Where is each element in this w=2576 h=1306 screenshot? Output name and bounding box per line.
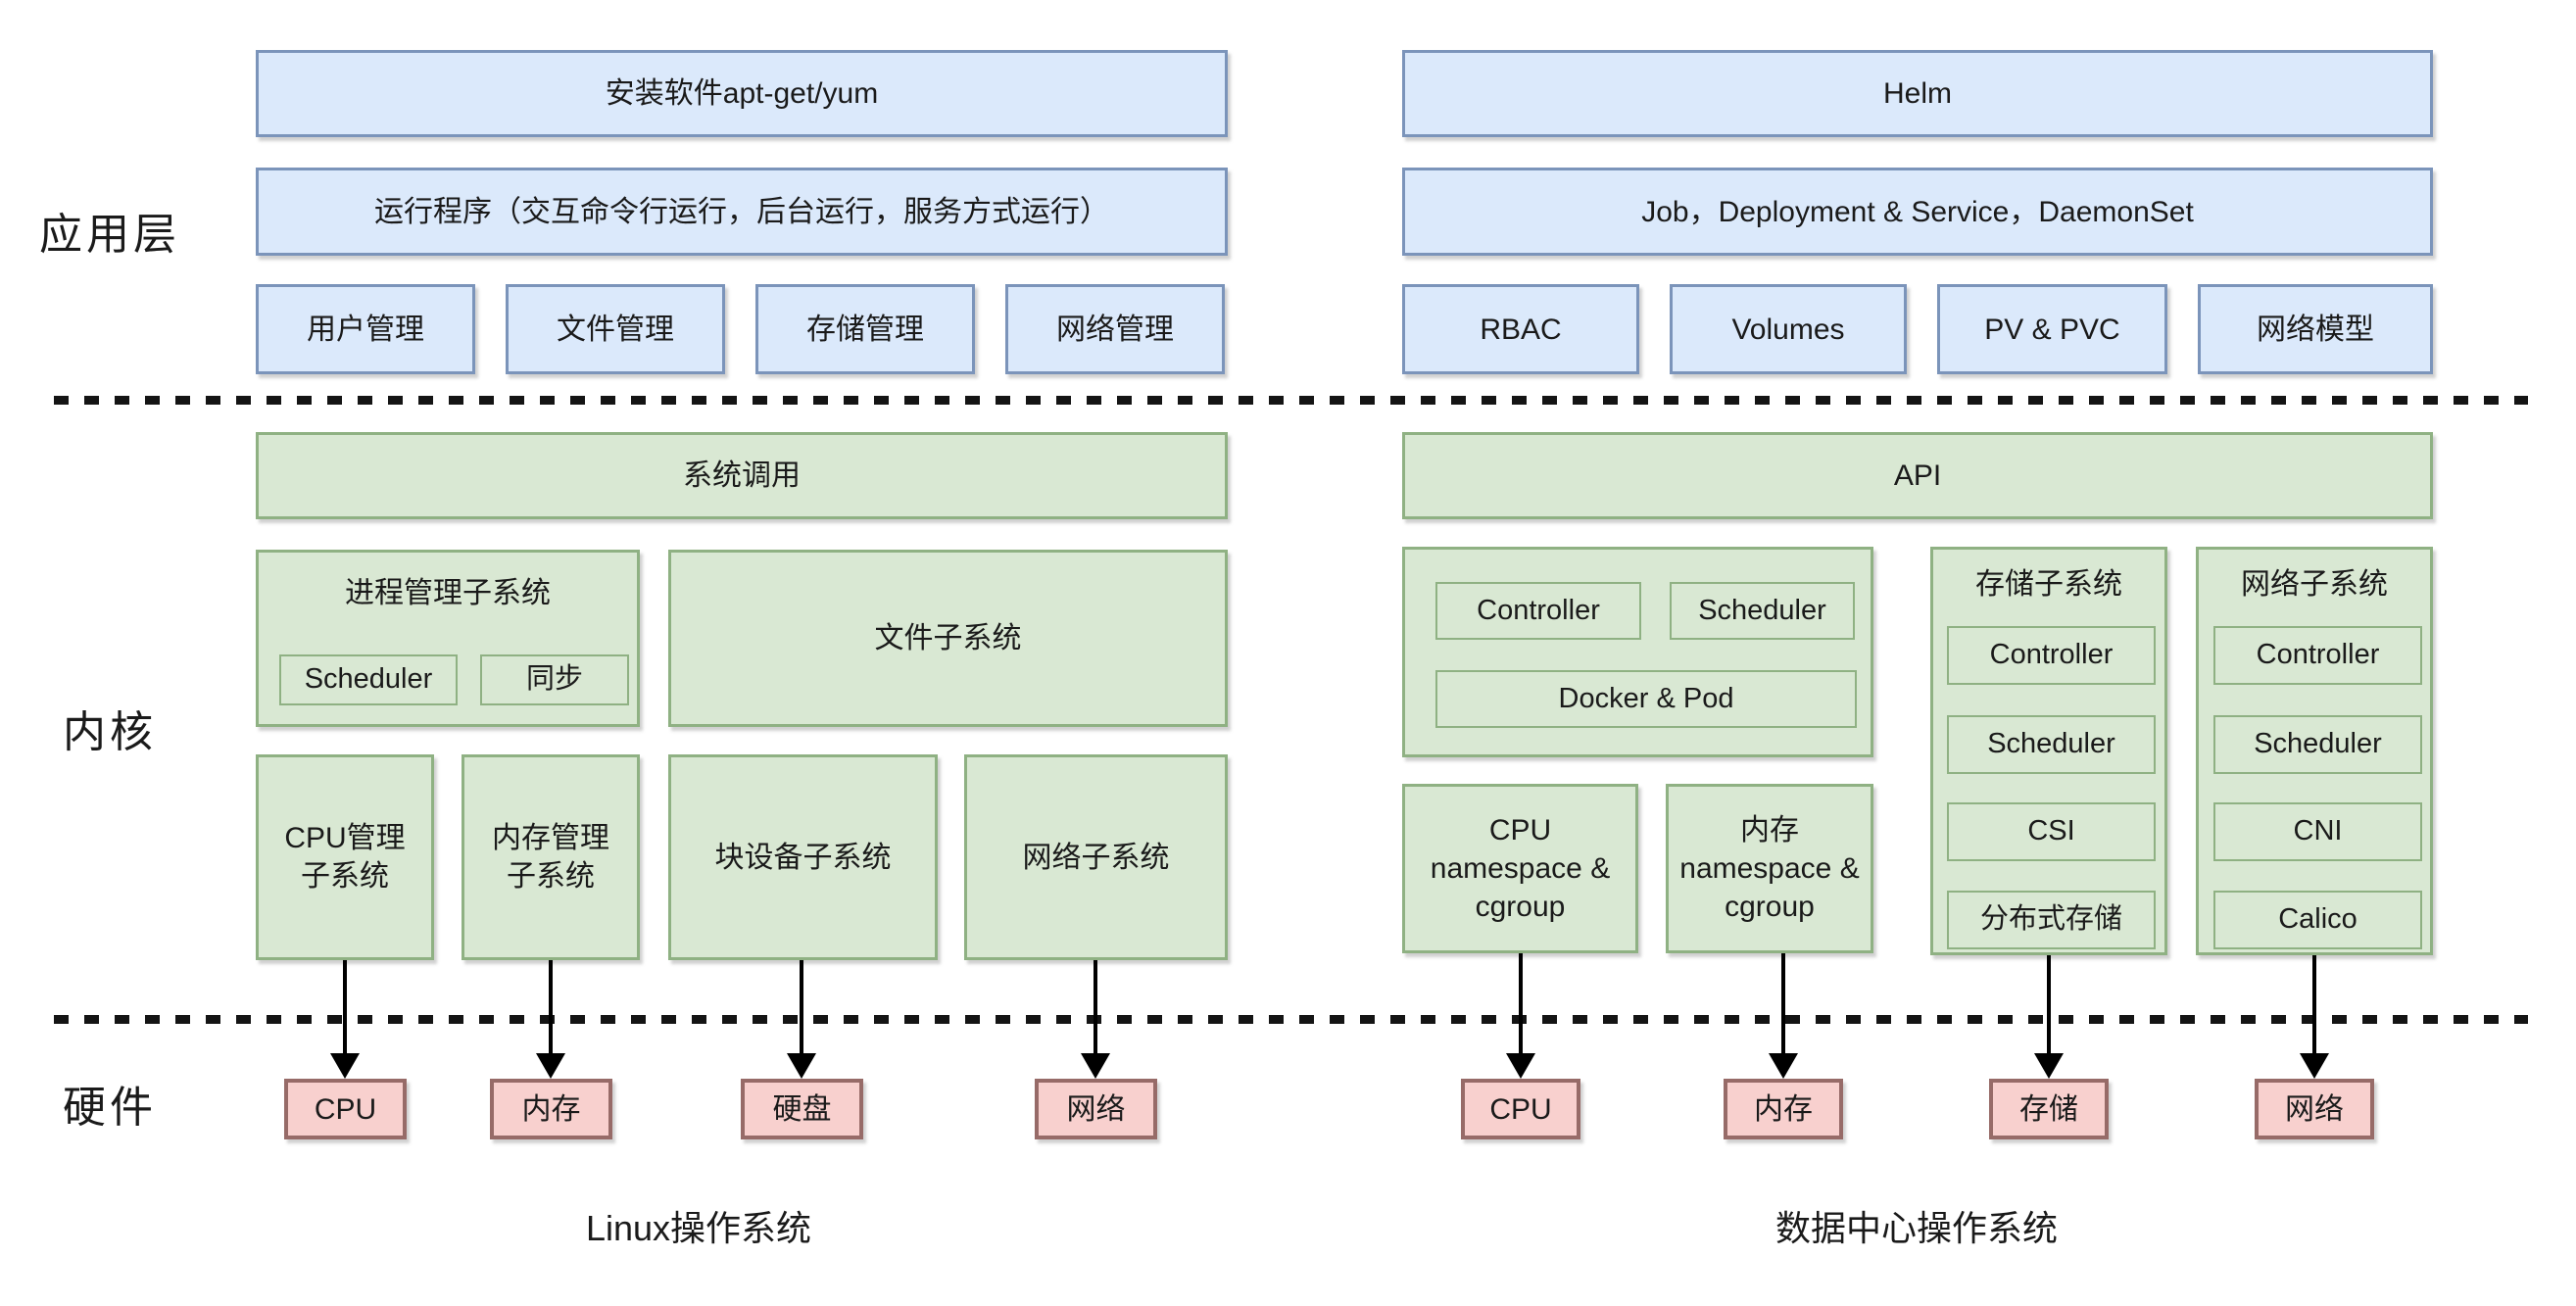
arrow-down-icon [2300,1053,2329,1079]
linux-hw-network-box: 网络 [1035,1079,1157,1139]
k8s-controller-box: Controller [1435,582,1641,640]
arrow-down-icon [1769,1053,1798,1079]
linux-hw-disk-box: 硬盘 [741,1079,863,1139]
linux-syscall-box: 系统调用 [256,432,1228,519]
arrow-k8s-cpu [1506,953,1535,1079]
separator-app-kernel [54,396,2528,405]
k8s-cpu-namespace-cgroup-box: CPU namespace & cgroup [1402,784,1638,953]
layer-label-hardware: 硬件 [63,1084,157,1132]
linux-network-subsystem-box: 网络子系统 [964,754,1228,960]
k8s-mem-namespace-cgroup-box: 内存 namespace & cgroup [1666,784,1873,953]
k8s-scheduler-box: Scheduler [1670,582,1855,640]
arrow-linux-cpu [330,960,360,1079]
arrow-down-icon [787,1053,816,1079]
arrow-down-icon [536,1053,565,1079]
k8s-control-box: Controller Scheduler Docker & Pod [1402,547,1873,757]
k8s-storage-csi-box: CSI [1947,802,2156,861]
k8s-distributed-storage-box: 分布式存储 [1947,891,2156,949]
k8s-network-subsystem-box: 网络子系统 Controller Scheduler CNI Calico [2196,547,2433,955]
k8s-hw-storage-box: 存储 [1989,1079,2109,1139]
k8s-docker-pod-box: Docker & Pod [1435,670,1857,728]
k8s-hw-cpu-box: CPU [1461,1079,1580,1139]
separator-kernel-hardware [54,1015,2528,1024]
k8s-workloads-box: Job，Deployment & Service，DaemonSet [1402,168,2433,256]
linux-file-subsystem-box: 文件子系统 [668,550,1228,727]
linux-install-software-box: 安装软件apt-get/yum [256,50,1228,137]
caption-datacenter-os: 数据中心操作系统 [1774,1208,2059,1248]
k8s-storage-subsystem-box: 存储子系统 Controller Scheduler CSI 分布式存储 [1930,547,2167,955]
arrow-linux-network [1081,960,1110,1079]
k8s-network-scheduler-box: Scheduler [2213,715,2422,774]
linux-storage-mgmt-box: 存储管理 [755,284,975,374]
k8s-helm-box: Helm [1402,50,2433,137]
k8s-storage-subsystem-title: 存储子系统 [1975,568,2122,601]
k8s-pv-pvc-box: PV & PVC [1937,284,2167,374]
k8s-rbac-box: RBAC [1402,284,1639,374]
arrow-k8s-storage [2034,955,2064,1079]
linux-hw-cpu-box: CPU [284,1079,407,1139]
linux-scheduler-box: Scheduler [279,654,458,705]
k8s-calico-box: Calico [2213,891,2422,949]
linux-sync-box: 同步 [480,654,629,705]
k8s-storage-scheduler-box: Scheduler [1947,715,2156,774]
linux-network-mgmt-box: 网络管理 [1005,284,1225,374]
linux-file-mgmt-box: 文件管理 [506,284,725,374]
arrow-k8s-network [2300,955,2329,1079]
linux-user-mgmt-box: 用户管理 [256,284,475,374]
layer-label-application: 应用层 [39,211,180,259]
linux-process-subsystem-title: 进程管理子系统 [345,577,551,609]
k8s-network-subsystem-title: 网络子系统 [2241,568,2388,601]
arrow-down-icon [1081,1053,1110,1079]
k8s-api-box: API [1402,432,2433,519]
layer-label-kernel: 内核 [63,708,157,756]
k8s-volumes-box: Volumes [1670,284,1907,374]
linux-mem-mgmt-subsystem-box: 内存管理 子系统 [462,754,640,960]
linux-cpu-mgmt-subsystem-box: CPU管理 子系统 [256,754,434,960]
arrow-k8s-memory [1769,953,1798,1079]
linux-hw-memory-box: 内存 [490,1079,612,1139]
arrow-linux-disk [787,960,816,1079]
k8s-storage-controller-box: Controller [1947,626,2156,685]
k8s-network-cni-box: CNI [2213,802,2422,861]
linux-process-subsystem-box: 进程管理子系统 Scheduler 同步 [256,550,640,727]
linux-block-subsystem-box: 块设备子系统 [668,754,938,960]
k8s-network-controller-box: Controller [2213,626,2422,685]
arrow-down-icon [2034,1053,2064,1079]
caption-linux-os: Linux操作系统 [585,1208,812,1248]
k8s-hw-network-box: 网络 [2255,1079,2374,1139]
linux-run-program-box: 运行程序（交互命令行运行，后台运行，服务方式运行） [256,168,1228,256]
k8s-hw-memory-box: 内存 [1724,1079,1843,1139]
arrow-linux-memory [536,960,565,1079]
k8s-network-model-box: 网络模型 [2198,284,2433,374]
arrow-down-icon [1506,1053,1535,1079]
arrow-down-icon [330,1053,360,1079]
